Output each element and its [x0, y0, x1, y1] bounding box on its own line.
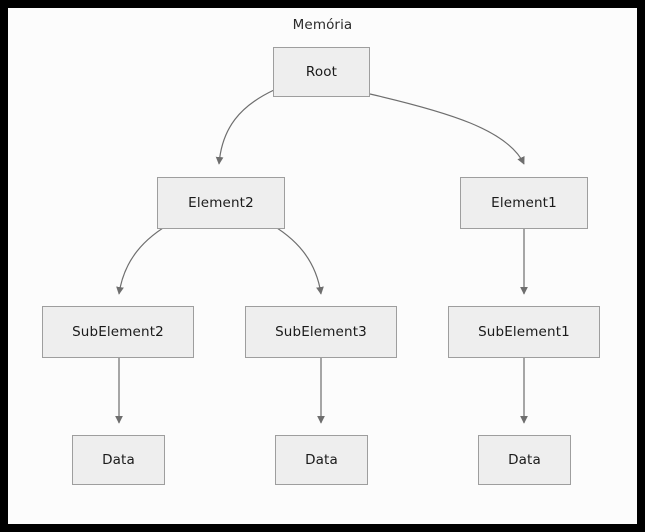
edge-root-to-element1	[369, 93, 525, 165]
node-element2-label: Element2	[188, 195, 254, 211]
edge-element2-to-subelement2	[116, 221, 174, 295]
node-element1-label: Element1	[491, 195, 557, 211]
edge-element2-to-subelement3	[266, 221, 324, 295]
edge-layer	[115, 89, 528, 424]
node-subelement3-label: SubElement3	[275, 324, 367, 340]
node-root-label: Root	[305, 64, 338, 80]
node-data-2-label: Data	[102, 452, 135, 468]
node-data-2[interactable]: Data	[72, 435, 165, 485]
node-data-3[interactable]: Data	[275, 435, 368, 485]
node-data-3-label: Data	[305, 452, 338, 468]
node-subelement2[interactable]: SubElement2	[42, 306, 194, 358]
edge-root-to-element2	[215, 89, 275, 165]
node-subelement1-label: SubElement1	[478, 324, 570, 340]
node-subelement2-label: SubElement2	[72, 324, 164, 340]
node-root[interactable]: Root	[273, 47, 370, 97]
node-data-1[interactable]: Data	[478, 435, 571, 485]
diagram-title: Memória	[292, 17, 353, 33]
node-subelement3[interactable]: SubElement3	[245, 306, 397, 358]
node-subelement1[interactable]: SubElement1	[448, 306, 600, 358]
node-data-1-label: Data	[508, 452, 541, 468]
node-element2[interactable]: Element2	[157, 177, 285, 229]
node-element1[interactable]: Element1	[460, 177, 588, 229]
